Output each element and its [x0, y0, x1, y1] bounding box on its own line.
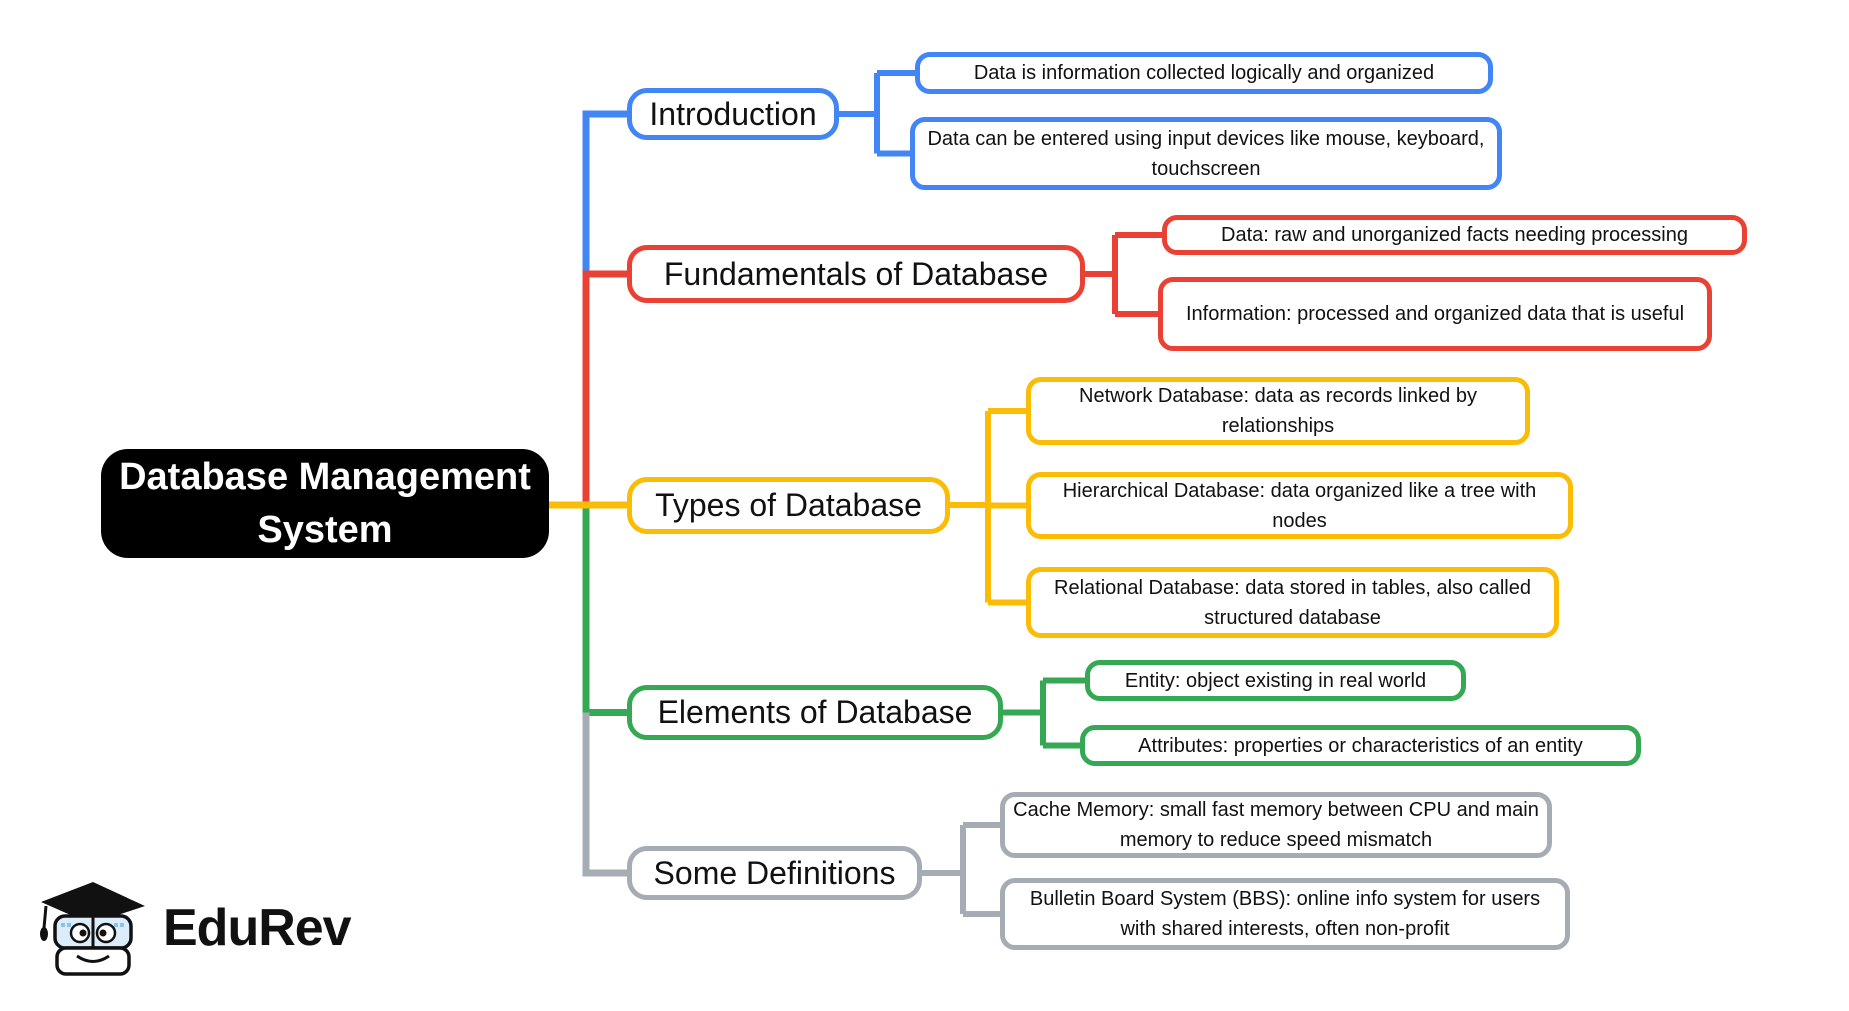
leaf-entity: Entity: object existing in real world	[1085, 660, 1466, 701]
branch-some-definitions: Some Definitions	[627, 846, 922, 900]
fan-introduction	[839, 70, 915, 157]
fan-elements	[1003, 677, 1085, 749]
leaf-bulletin-board-system: Bulletin Board System (BBS): online info…	[1000, 878, 1570, 950]
branch-types-of-database: Types of Database	[627, 477, 950, 534]
leaf-hierarchical-database: Hierarchical Database: data organized li…	[1026, 472, 1573, 539]
edurev-logo: EduRev	[33, 876, 352, 980]
fan-fundamentals	[1085, 232, 1162, 317]
root-node: Database Management System	[101, 449, 549, 558]
trunk-fundamentals	[582, 270, 627, 505]
leaf-attributes: Attributes: properties or characteristic…	[1080, 725, 1641, 766]
leaf-data-entry-devices: Data can be entered using input devices …	[910, 117, 1502, 190]
edurev-wordmark: EduRev	[163, 899, 352, 957]
trunk-elements	[582, 505, 627, 716]
leaf-cache-memory: Cache Memory: small fast memory between …	[1000, 792, 1552, 858]
leaf-data-raw-facts: Data: raw and unorganized facts needing …	[1162, 215, 1747, 255]
trunk-definitions	[582, 712, 627, 877]
leaf-information-processed: Information: processed and organized dat…	[1158, 277, 1712, 351]
leaf-relational-database: Relational Database: data stored in tabl…	[1026, 567, 1559, 638]
leaf-data-definition: Data is information collected logically …	[915, 52, 1493, 94]
leaf-network-database: Network Database: data as records linked…	[1026, 377, 1530, 445]
branch-introduction: Introduction	[627, 88, 839, 140]
trunk-introduction	[582, 110, 627, 274]
branch-elements-of-database: Elements of Database	[627, 685, 1003, 740]
branch-fundamentals-of-database: Fundamentals of Database	[627, 245, 1085, 303]
fan-definitions	[922, 822, 1000, 917]
fan-types	[950, 408, 1026, 606]
edurev-mascot-icon	[40, 882, 145, 976]
